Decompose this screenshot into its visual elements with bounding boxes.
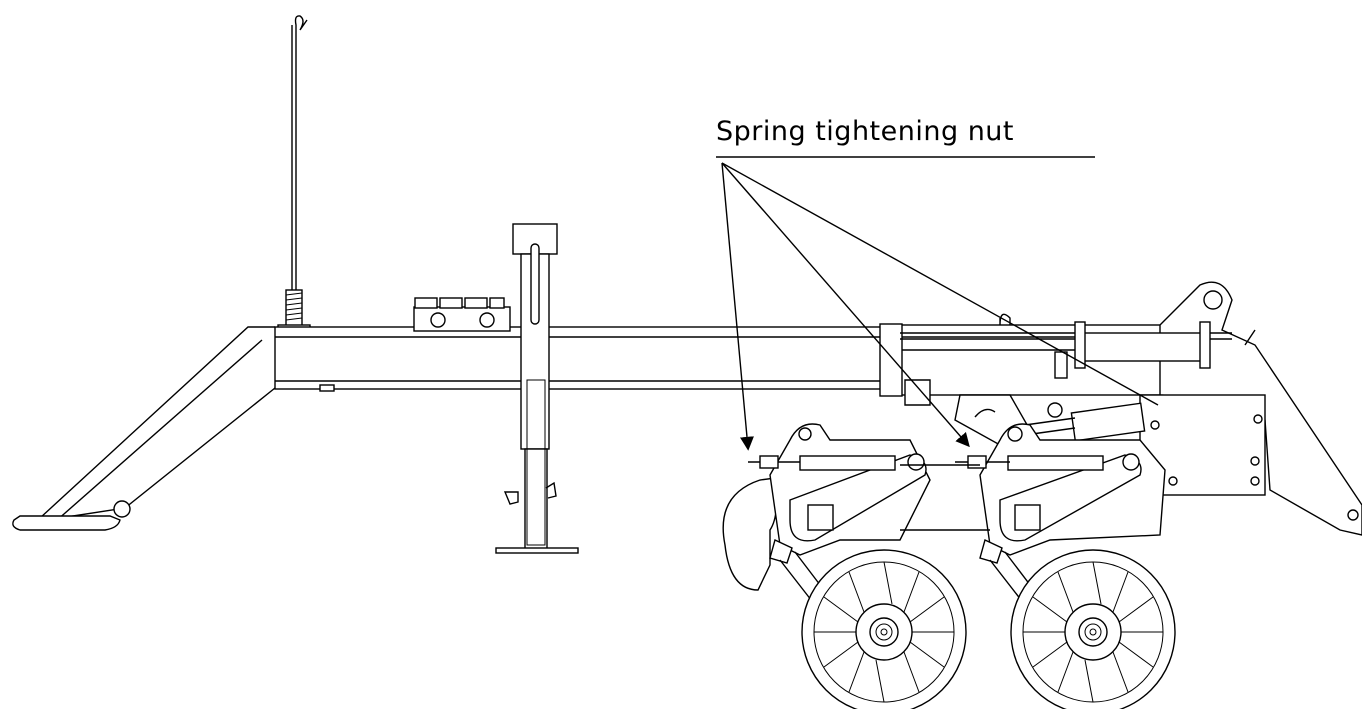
harrow-wheel-front (801, 549, 967, 709)
top-cylinder (900, 313, 1232, 379)
hose-holder-rod (277, 15, 311, 330)
callout-leader (716, 156, 1159, 451)
hitch-drawbar (12, 326, 276, 531)
spring-tightening-nut-label: Spring tightening nut (716, 116, 1015, 147)
harrow-wheel-rear (1010, 549, 1176, 709)
harrow-unit-rear (900, 423, 1166, 606)
valve-block (413, 297, 511, 332)
parking-jack (495, 223, 579, 554)
rear-frame-plate (1139, 394, 1266, 496)
harrow-unit-front (722, 423, 931, 606)
